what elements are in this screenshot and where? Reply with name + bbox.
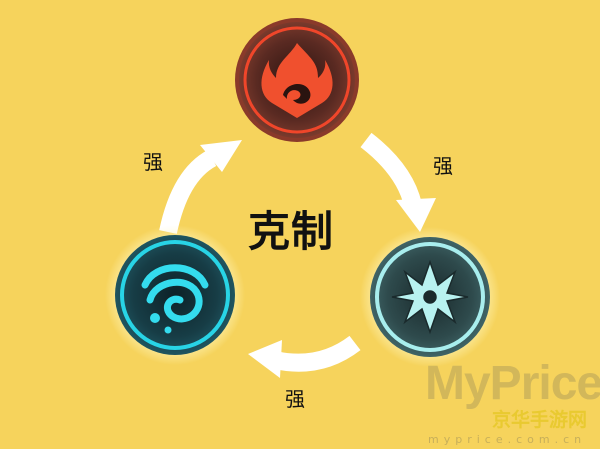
watermark-url: myprice.com.cn	[428, 433, 587, 446]
arrow-pyro-to-cryo	[360, 132, 436, 232]
watermark-site-name: 京华手游网	[492, 409, 588, 431]
arrow-cryo-to-hydro	[248, 335, 361, 378]
arrow-hydro-to-pyro	[159, 140, 242, 234]
edge-label-hydro-pyro: 强	[143, 150, 163, 174]
hydro-node	[105, 225, 245, 365]
pyro-node	[235, 18, 359, 142]
edge-label-pyro-cryo: 强	[433, 154, 453, 178]
cryo-node	[360, 227, 500, 367]
flame-icon	[261, 43, 333, 118]
center-label: 克制	[248, 207, 335, 256]
watermark-brand: MyPrice	[425, 357, 600, 410]
edge-label-cryo-hydro: 强	[285, 387, 305, 411]
water-swirl-icon	[141, 264, 209, 334]
snowflake-icon	[391, 259, 469, 335]
